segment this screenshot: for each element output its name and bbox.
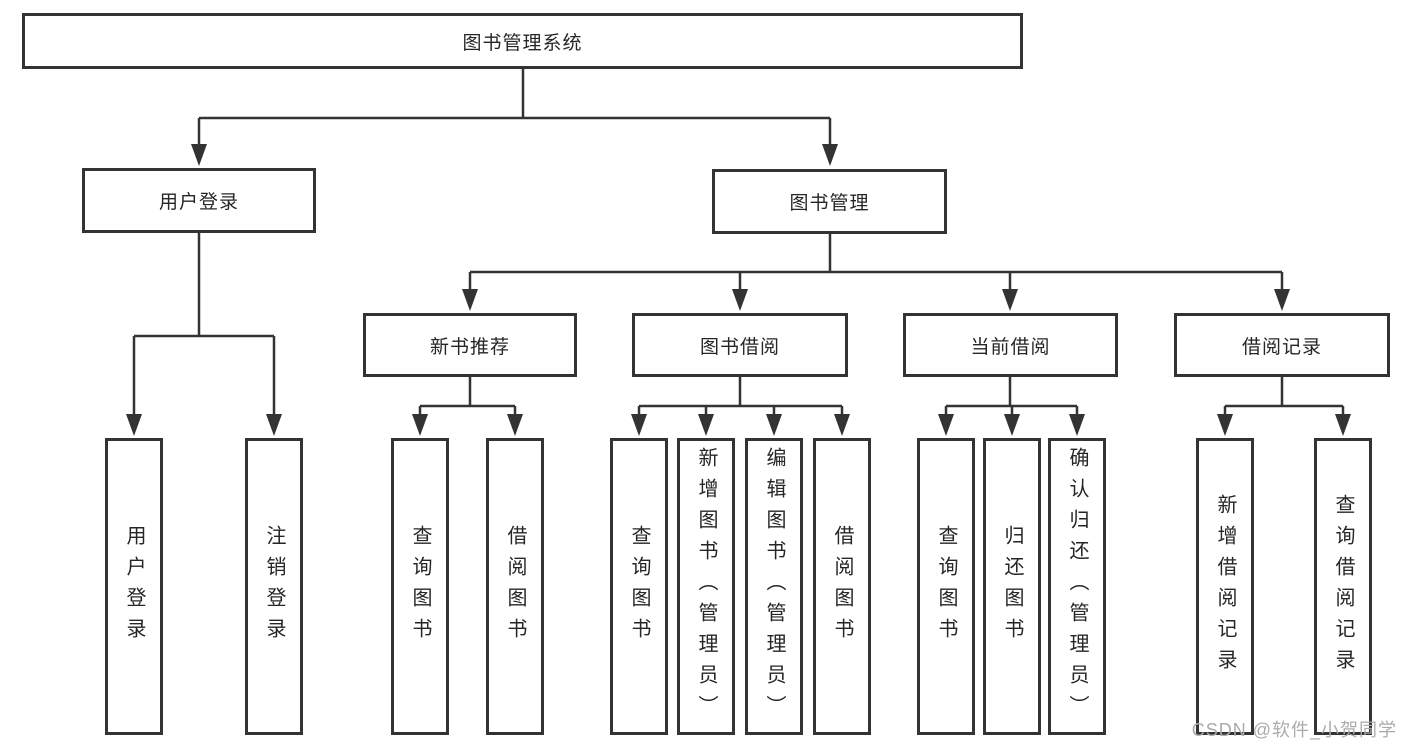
leaf-recommend-borrow-books: 借阅图书 — [486, 438, 544, 735]
node-new-book-recommend: 新书推荐 — [363, 313, 577, 377]
leaf-recommend-query-books-label: 查询图书 — [409, 524, 431, 649]
leaf-borrow-edit-book-admin: 编辑图书（管理员） — [745, 438, 803, 735]
node-user-login: 用户登录 — [82, 168, 316, 233]
node-book-management-label: 图书管理 — [789, 193, 870, 214]
leaf-user-login-label: 用户登录 — [123, 524, 145, 649]
leaf-logout-label: 注销登录 — [263, 524, 285, 649]
leaf-recommend-query-books: 查询图书 — [391, 438, 449, 735]
leaf-records-query-record-label: 查询借阅记录 — [1332, 493, 1354, 680]
leaf-recommend-borrow-books-label: 借阅图书 — [504, 524, 526, 649]
leaf-borrow-borrow-books-label: 借阅图书 — [831, 524, 853, 649]
node-root-label: 图书管理系统 — [462, 32, 583, 54]
leaf-borrow-query-books: 查询图书 — [610, 438, 668, 735]
node-current-borrow: 当前借阅 — [903, 313, 1118, 377]
leaf-current-return-books: 归还图书 — [983, 438, 1041, 735]
leaf-records-add-record: 新增借阅记录 — [1196, 438, 1254, 735]
node-borrow-records-label: 借阅记录 — [1241, 336, 1322, 358]
node-user-login-label: 用户登录 — [158, 192, 239, 213]
leaf-current-return-books-label: 归还图书 — [1001, 524, 1023, 649]
node-root: 图书管理系统 — [22, 13, 1023, 69]
leaf-borrow-edit-book-admin-label: 编辑图书（管理员） — [763, 447, 785, 726]
leaf-borrow-add-book-admin-label: 新增图书（管理员） — [695, 447, 717, 726]
leaf-records-query-record: 查询借阅记录 — [1314, 438, 1372, 735]
leaf-borrow-borrow-books: 借阅图书 — [813, 438, 871, 735]
leaf-current-confirm-return-admin: 确认归还（管理员） — [1048, 438, 1106, 735]
leaf-logout: 注销登录 — [245, 438, 303, 735]
node-current-borrow-label: 当前借阅 — [970, 336, 1051, 358]
leaf-borrow-query-books-label: 查询图书 — [628, 524, 650, 649]
leaf-current-query-books: 查询图书 — [917, 438, 975, 735]
csdn-watermark: CSDN @软件_小贺同学 — [1191, 720, 1397, 740]
leaf-current-confirm-return-admin-label: 确认归还（管理员） — [1066, 447, 1088, 726]
node-new-book-recommend-label: 新书推荐 — [429, 336, 510, 358]
node-book-borrow-label: 图书借阅 — [699, 336, 780, 358]
node-book-borrow: 图书借阅 — [632, 313, 848, 377]
node-borrow-records: 借阅记录 — [1174, 313, 1390, 377]
leaf-records-add-record-label: 新增借阅记录 — [1214, 493, 1236, 680]
leaf-user-login: 用户登录 — [105, 438, 163, 735]
leaf-current-query-books-label: 查询图书 — [935, 524, 957, 649]
leaf-borrow-add-book-admin: 新增图书（管理员） — [677, 438, 735, 735]
node-book-management: 图书管理 — [712, 169, 947, 234]
